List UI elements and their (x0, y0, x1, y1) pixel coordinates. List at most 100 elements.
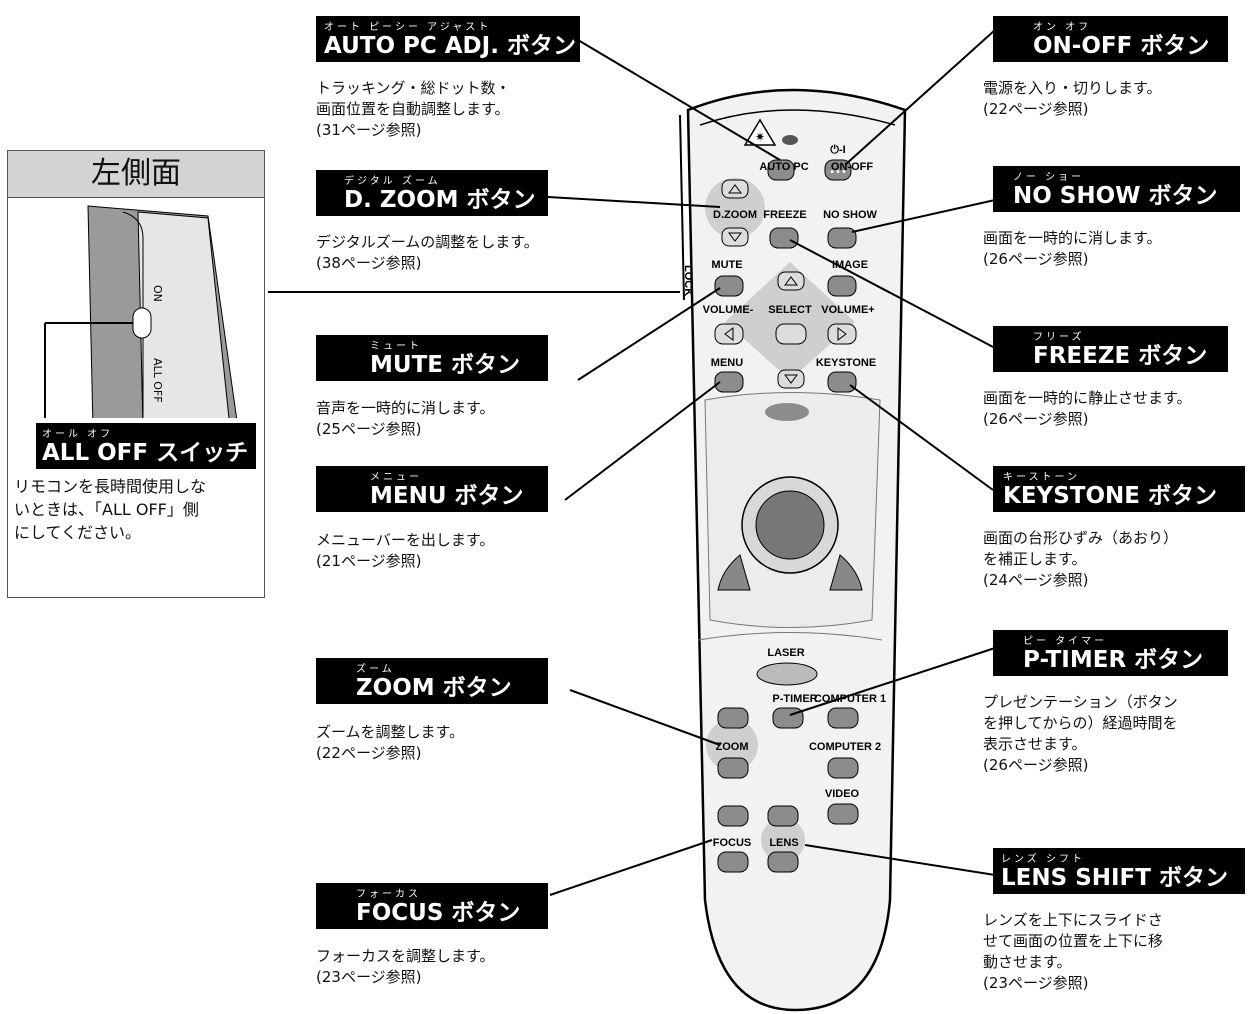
svg-text:•••: ••• (829, 167, 847, 178)
on-off-label: ON-OFF (831, 161, 873, 173)
all-off-title: ALL OFF スイッチ (42, 440, 249, 466)
ptimer-ruby: ピー タイマー (1023, 636, 1108, 647)
keystone-desc: 画面の台形ひずみ（あおり）を補正します。(24ページ参照) (983, 529, 1179, 589)
volume-plus-button[interactable] (827, 323, 857, 345)
menu-label: MENU (711, 357, 743, 369)
select-button[interactable] (775, 323, 807, 345)
video-button[interactable] (827, 803, 859, 825)
laser-warning-icon (743, 118, 777, 146)
dzoom-desc: デジタルズームの調整をします。(38ページ参照) (316, 233, 539, 272)
focus-desc: フォーカスを調整します。(23ページ参照) (316, 947, 495, 986)
image-button[interactable] (827, 275, 857, 297)
lens-ruby: レンズ シフト (1001, 854, 1085, 865)
noshow-desc: 画面を一時的に消します。(26ページ参照) (983, 229, 1162, 268)
volume-plus-label: VOLUME+ (821, 304, 874, 316)
dzoom-title: D. ZOOM ボタン (344, 187, 536, 213)
noshow-title: NO SHOW ボタン (1013, 183, 1218, 209)
all-off-ruby: オール オフ (42, 429, 114, 440)
dzoom-label: D.ZOOM (713, 209, 757, 221)
all-off-desc: リモコンを長時間使用しないときは、「ALL OFF」側にしてください。 (14, 477, 207, 542)
keystone-button[interactable] (827, 371, 857, 393)
zoom-title: ZOOM ボタン (356, 675, 512, 701)
onoff-header: オン オフ ON-OFF ボタン (993, 16, 1228, 62)
focus-title: FOCUS ボタン (356, 900, 521, 926)
volume-minus-button[interactable] (714, 323, 744, 345)
menu-header: メニュー MENU ボタン (316, 466, 548, 512)
mute-label: MUTE (711, 259, 742, 271)
auto-pc-header: オート ピーシー アジャスト AUTO PC ADJ. ボタン (316, 16, 580, 62)
side-view-illustration: ON ALL OFF (44, 205, 238, 418)
dzoom-highlight (705, 178, 765, 238)
noshow-header: ノー ショー NO SHOW ボタン (993, 166, 1240, 212)
auto-pc-desc: トラッキング・総ドット数・画面位置を自動調整します。(31ページ参照) (316, 79, 511, 139)
svg-text:✷: ✷ (755, 130, 765, 144)
ptimer-desc: プレゼンテーション（ボタンを押してからの）経過時間を表示させます。(26ページ参… (983, 693, 1178, 774)
menu-ruby: メニュー (370, 472, 422, 483)
ptimer-title: P-TIMER ボタン (1023, 647, 1204, 673)
computer1-button[interactable] (827, 707, 859, 729)
mute-ruby: ミュート (370, 341, 422, 352)
keystone-header: キーストーン KEYSTONE ボタン (993, 466, 1245, 512)
focus-ruby: フォーカス (356, 889, 421, 900)
left-click-button[interactable] (717, 554, 751, 591)
freeze-button[interactable] (769, 227, 799, 249)
freeze-header: フリーズ FREEZE ボタン (993, 326, 1228, 372)
computer2-button[interactable] (827, 757, 859, 779)
lock-label: LOCK (682, 265, 694, 296)
focus-label: FOCUS (713, 837, 752, 849)
auto-pc-title: AUTO PC ADJ. ボタン (324, 33, 576, 59)
noshow-ruby: ノー ショー (1013, 172, 1085, 183)
onoff-title: ON-OFF ボタン (1033, 33, 1210, 59)
zoom-desc: ズームを調整します。(22ページ参照) (316, 723, 465, 762)
video-label: VIDEO (825, 788, 860, 800)
mute-button[interactable] (714, 275, 744, 297)
focus-up-button[interactable] (717, 805, 749, 827)
left-side-panel: 左側面 ON ALL OFF オール オフ ALL OFF スイッチ リモコンを… (7, 150, 265, 598)
focus-down-button[interactable] (717, 851, 749, 873)
on-off-button[interactable] (824, 159, 852, 181)
select-highlight (725, 262, 855, 380)
onoff-ruby: オン オフ (1033, 22, 1092, 33)
auto-pc-ruby: オート ピーシー アジャスト (324, 22, 492, 33)
menu-button[interactable] (714, 371, 744, 393)
onoff-desc: 電源を入り・切りします。(22ページ参照) (983, 79, 1162, 118)
zoom-ruby: ズーム (356, 664, 395, 675)
lens-label: LENS (769, 837, 798, 849)
dzoom-header: デジタル ズーム D. ZOOM ボタン (316, 170, 548, 216)
volume-minus-label: VOLUME- (703, 304, 754, 316)
keystone-title: KEYSTONE ボタン (1003, 483, 1217, 509)
focus-header: フォーカス FOCUS ボタン (316, 883, 548, 929)
ptimer-header: ピー タイマー P-TIMER ボタン (993, 630, 1228, 676)
lens-down-button[interactable] (767, 851, 799, 873)
keystone-label: KEYSTONE (816, 357, 876, 369)
indicator-led (782, 135, 798, 145)
switch-on-label: ON (151, 285, 164, 302)
computer2-label: COMPUTER 2 (809, 741, 881, 753)
select-label: SELECT (768, 304, 812, 316)
no-show-label: NO SHOW (823, 209, 877, 221)
switch-off-label: ALL OFF (151, 358, 164, 403)
lens-up-button[interactable] (767, 805, 799, 827)
freeze-title: FREEZE ボタン (1033, 343, 1208, 369)
power-symbol: ⏻-I (830, 143, 845, 156)
no-show-button[interactable] (827, 227, 857, 249)
right-click-button[interactable] (829, 554, 863, 591)
side-panel-title: 左側面 (8, 151, 264, 198)
laser-button[interactable] (756, 662, 818, 686)
image-label: IMAGE (832, 259, 868, 271)
keystone-ruby: キーストーン (1003, 472, 1080, 483)
auto-pc-button[interactable] (767, 159, 795, 181)
zoom-down-button[interactable] (717, 757, 749, 779)
mute-header: ミュート MUTE ボタン (316, 335, 548, 381)
ptimer-label: P-TIMER (772, 693, 817, 705)
zoom-header: ズーム ZOOM ボタン (316, 658, 548, 704)
zoom-up-button[interactable] (717, 707, 749, 729)
lens-header: レンズ シフト LENS SHIFT ボタン (993, 848, 1245, 894)
laser-indicator (765, 403, 809, 421)
mute-title: MUTE ボタン (370, 352, 520, 378)
pointer-stick[interactable] (755, 490, 825, 560)
lens-title: LENS SHIFT ボタン (1001, 865, 1228, 891)
zoom-label: ZOOM (716, 741, 749, 753)
